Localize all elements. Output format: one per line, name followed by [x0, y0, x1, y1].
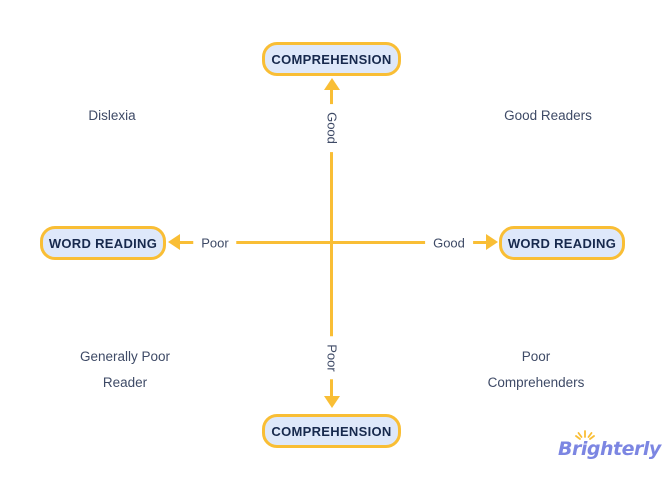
- sun-icon: [575, 430, 595, 440]
- node-word-reading-left: WORD READING: [40, 226, 166, 260]
- quadrant-label-good-readers: Good Readers: [504, 108, 592, 123]
- horizontal-axis-left-label: Poor: [193, 232, 237, 254]
- arrow-up-icon: [324, 78, 340, 90]
- arrow-down-icon: [324, 396, 340, 408]
- vertical-axis-line: [330, 88, 333, 405]
- quadrant-label-line: Reader: [102, 375, 148, 390]
- quadrant-label-poor-comprehenders: Poor Comprehenders: [488, 344, 585, 396]
- logo-wordmark: Brighterly: [558, 438, 661, 460]
- arrow-left-icon: [168, 234, 180, 250]
- vertical-axis-bottom-label: Poor: [321, 336, 343, 380]
- arrow-right-icon: [486, 234, 498, 250]
- node-comprehension-top: COMPREHENSION: [262, 42, 401, 76]
- horizontal-axis-line: [178, 241, 490, 244]
- quadrant-label-line: Generally Poor: [79, 349, 171, 364]
- brighterly-logo: Brighterly: [558, 430, 661, 460]
- node-word-reading-right: WORD READING: [499, 226, 625, 260]
- quadrant-label-line: Poor: [521, 349, 551, 364]
- quadrant-label-generally-poor-reader: Generally Poor Reader: [80, 344, 170, 396]
- quadrant-label-dyslexia: Dislexia: [88, 108, 136, 123]
- quadrant-label-line: Comprehenders: [487, 375, 585, 390]
- vertical-axis-top-label: Good: [321, 104, 343, 152]
- horizontal-axis-right-label: Good: [425, 232, 473, 254]
- node-comprehension-bottom: COMPREHENSION: [262, 414, 401, 448]
